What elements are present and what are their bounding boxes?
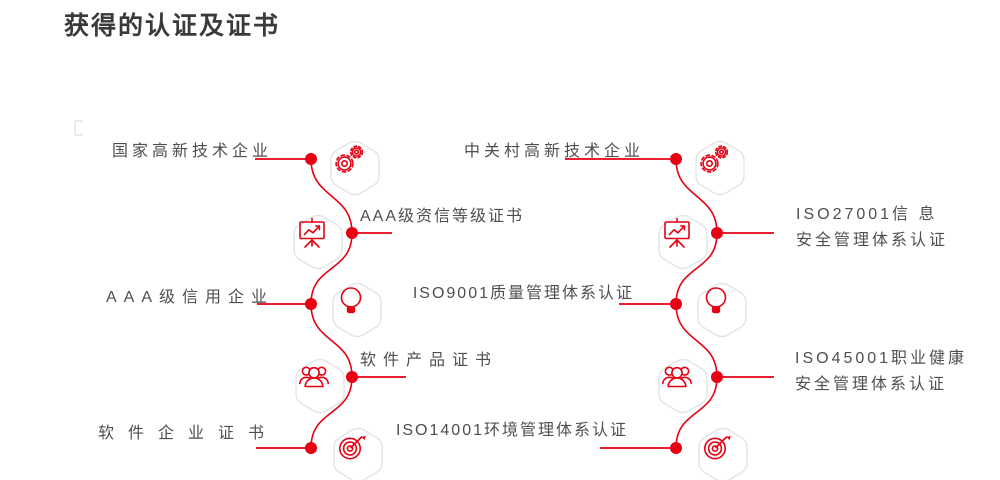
hexagon-badge xyxy=(293,214,343,270)
timeline-dot xyxy=(670,298,682,310)
hexagon-badge xyxy=(658,214,708,270)
hexagon-badge xyxy=(332,282,382,338)
target-icon xyxy=(339,435,366,460)
team-icon xyxy=(299,366,329,388)
timeline-dot xyxy=(305,442,317,454)
presentation-chart-icon xyxy=(299,217,325,248)
cert-label: 中关村高新技术企业 xyxy=(463,143,644,160)
cert-label: AAA级信用企业 xyxy=(105,289,274,306)
cert-label: ISO27001信 息 安全管理体系认证 xyxy=(796,206,949,249)
team-icon xyxy=(662,366,692,388)
timeline-dot xyxy=(305,298,317,310)
hexagon-badge xyxy=(333,427,383,480)
lightbulb-icon xyxy=(705,287,727,314)
cert-label: ISO14001环境管理体系认证 xyxy=(395,422,628,439)
lightbulb-icon xyxy=(340,287,362,314)
decorative-bracket xyxy=(74,120,83,136)
cert-label: ISO9001质量管理体系认证 xyxy=(412,285,634,302)
gears-icon xyxy=(700,145,729,173)
cert-label: 软件产品证书 xyxy=(360,352,499,369)
cert-label: 软件企业证书 xyxy=(97,425,278,442)
timeline-dot xyxy=(711,227,723,239)
cert-label: AAA级资信等级证书 xyxy=(360,208,525,225)
hexagon-badge xyxy=(295,358,345,414)
timeline-dot xyxy=(346,227,358,239)
page-title: 获得的认证及证书 xyxy=(64,12,281,40)
cert-label: ISO45001职业健康 安全管理体系认证 xyxy=(795,350,968,393)
timeline-dot xyxy=(711,371,723,383)
target-icon xyxy=(704,435,731,460)
timeline-dot xyxy=(346,371,358,383)
gears-icon xyxy=(335,145,364,173)
timeline-dot xyxy=(670,442,682,454)
hexagon-badge xyxy=(698,427,748,480)
hexagon-badge xyxy=(695,140,745,196)
hexagon-badge xyxy=(658,358,708,414)
cert-label: 国家高新技术企业 xyxy=(111,143,272,160)
hexagon-badge xyxy=(697,282,747,338)
hexagon-badge xyxy=(330,140,380,196)
timeline-dot xyxy=(670,153,682,165)
presentation-chart-icon xyxy=(664,217,690,248)
timeline-dot xyxy=(305,153,317,165)
